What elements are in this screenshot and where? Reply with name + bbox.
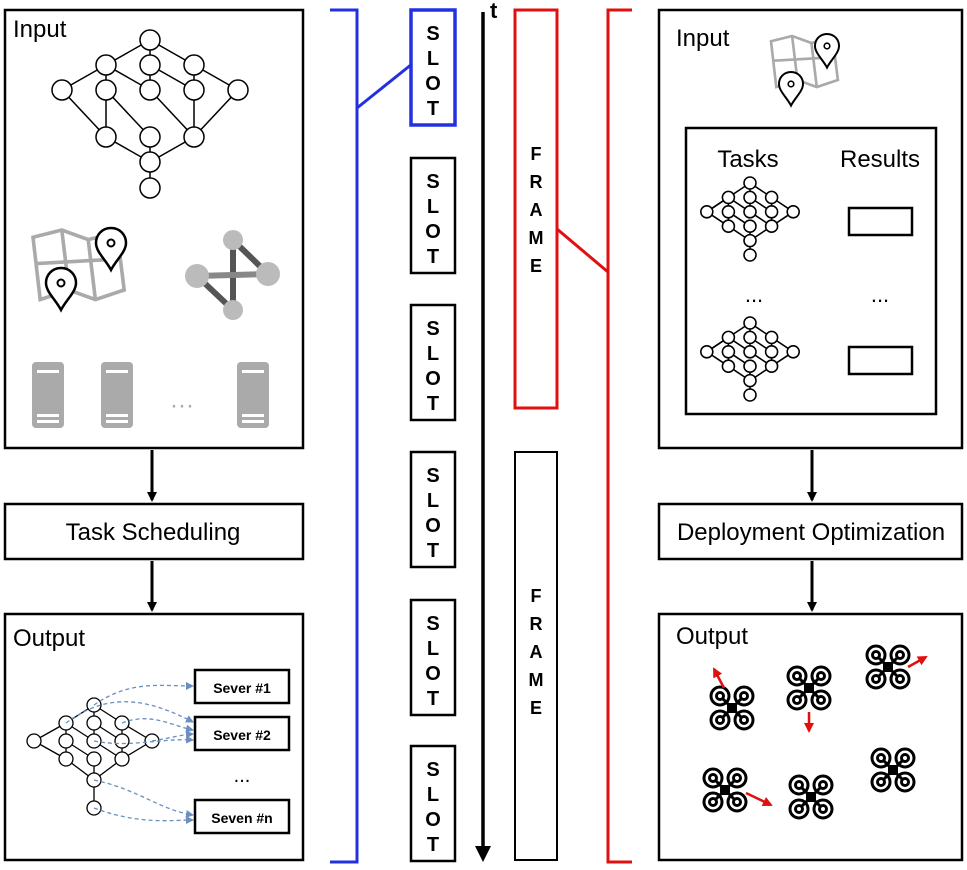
time-axis-arrowhead [475,846,491,862]
slot-letter: O [425,221,441,243]
neural-network-icon [26,697,160,816]
slot-letter: T [427,393,439,415]
slot-letter: S [426,465,439,487]
tasks-header: Tasks [717,146,778,173]
frame-letter: R [530,172,543,192]
slot-letter: O [425,663,441,685]
server-icon [32,362,64,428]
slot-bracket [330,8,413,864]
slot-letter: S [426,23,439,45]
frame-letter: F [531,144,542,164]
right-output-box [657,612,964,862]
server-icon [101,362,133,428]
slot-letter: L [427,490,439,512]
slot-letter: O [425,515,441,537]
result-box [847,206,914,237]
slot-letter: T [427,688,439,710]
frame-letter: M [529,670,544,690]
left-output-title: Output [13,625,85,652]
slot-letter: O [425,73,441,95]
task-scheduling-box [3,502,305,561]
deployment-optimization-label: Deployment Optimization [677,519,945,546]
time-axis-label: t [490,0,498,23]
deployment-optimization-box [657,502,964,561]
frame-letter: E [530,698,542,718]
network-graph-icon [185,230,280,320]
task-ellipsis: ... [745,282,763,307]
slot-letter: L [427,638,439,660]
server-label-2: Sever #2 [213,727,271,743]
slot-letter: O [425,809,441,831]
left-input-title: Input [13,16,67,43]
slot-letter: L [427,196,439,218]
neural-network-icon [51,29,249,199]
slot-letter: S [426,613,439,635]
mapping-edges [65,681,194,825]
result-box [847,345,914,376]
slot-letter: O [425,368,441,390]
frame-bracket [556,8,632,864]
right-output-title: Output [676,623,748,650]
slot-letter: S [426,318,439,340]
results-header: Results [840,146,920,173]
frame-letter: A [530,200,543,220]
slot-letter: T [427,98,439,120]
slot-letter: T [427,834,439,856]
frame-letter: M [529,228,544,248]
server-label-n: Seven #n [211,810,272,826]
slot-letter: L [427,48,439,70]
slot-letter: L [427,343,439,365]
server-list-ellipsis: ... [234,765,251,787]
frame-letter: R [530,614,543,634]
server-box-2 [193,715,291,752]
server-box-1 [193,668,291,705]
frame-letter: A [530,642,543,662]
server-ellipsis: ··· [170,392,194,419]
result-ellipsis: ... [871,282,889,307]
frame-letter: F [531,586,542,606]
frame-letter: E [530,256,542,276]
server-box-n [193,798,291,835]
slot-letter: T [427,540,439,562]
slot-letter: S [426,759,439,781]
task-scheduling-label: Task Scheduling [66,519,241,546]
movement-arrows [712,655,928,807]
slot-letter: T [427,246,439,268]
server-label-1: Sever #1 [213,680,271,696]
slot-letter: L [427,784,439,806]
slot-letter: S [426,171,439,193]
right-input-title: Input [676,25,730,52]
server-icon [237,362,269,428]
